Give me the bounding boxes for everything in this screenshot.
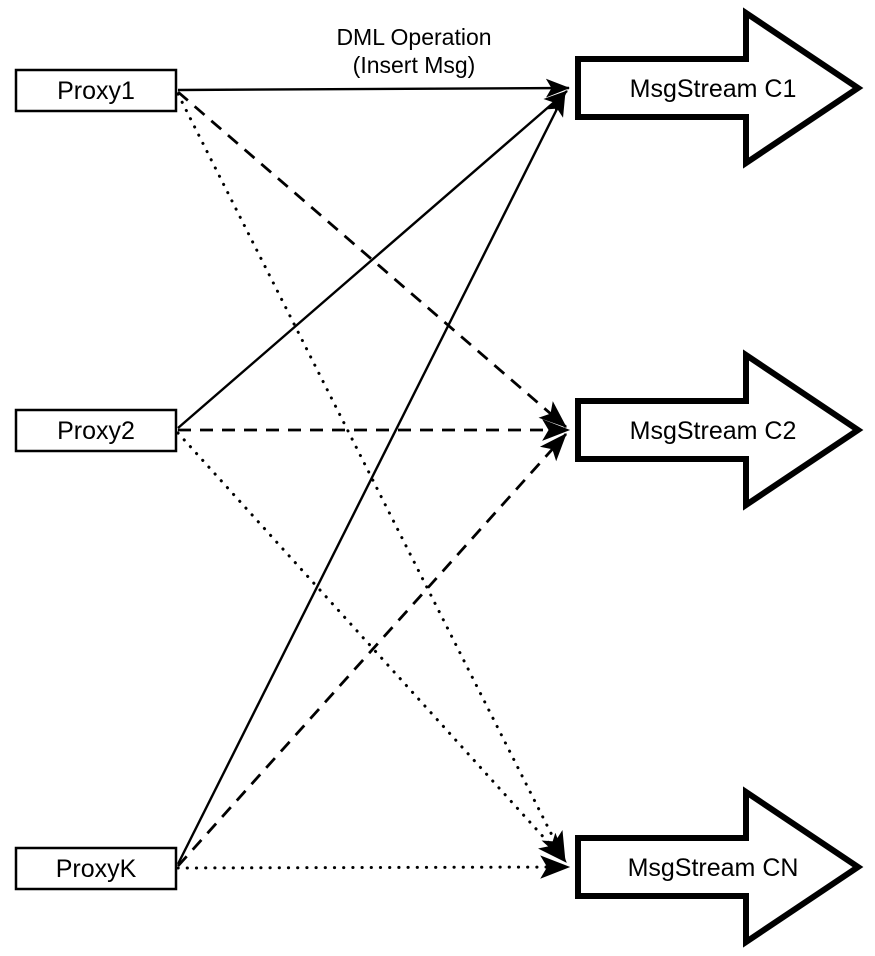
proxy-label-proxy2: Proxy2 [57,417,135,445]
edge-label-dml-operation: DML Operation (Insert Msg) [336,24,491,78]
proxy-box-proxy2[interactable] [14,408,178,453]
proxy-box-proxyK[interactable] [14,846,178,891]
stream-arrow-shape-c1[interactable] [575,7,864,169]
stream-node-c1[interactable]: MsgStream C1 [575,7,864,169]
link-proxyK-cn [176,855,571,879]
proxy-node-proxy2[interactable]: Proxy2 [14,408,178,453]
link-proxy2-c1 [177,90,568,429]
link-proxyK-c2 [176,433,568,867]
link-layer [176,78,571,879]
stream-node-cn[interactable]: MsgStream CN [575,786,864,948]
stream-label-c1: MsgStream C1 [630,75,797,103]
proxy-label-proxy1: Proxy1 [57,77,135,105]
stream-arrow-shape-c2[interactable] [575,349,864,511]
proxy-label-proxyK: ProxyK [56,855,137,883]
proxy-node-proxyK[interactable]: ProxyK [14,846,178,891]
stream-node-c2[interactable]: MsgStream C2 [575,349,864,511]
link-proxyK-c1 [176,92,567,865]
stream-label-cn: MsgStream CN [628,854,799,882]
stream-label-c2: MsgStream C2 [630,417,797,445]
edge-label-line-2: (Insert Msg) [353,52,476,78]
stream-arrow-shape-cn[interactable] [575,786,864,948]
edge-label-line-1: DML Operation [336,24,491,50]
link-proxy1-c2 [177,90,567,429]
proxy-box-proxy1[interactable] [14,68,178,113]
link-proxy1-c1 [177,78,570,98]
proxy-node-proxy1[interactable]: Proxy1 [14,68,178,113]
